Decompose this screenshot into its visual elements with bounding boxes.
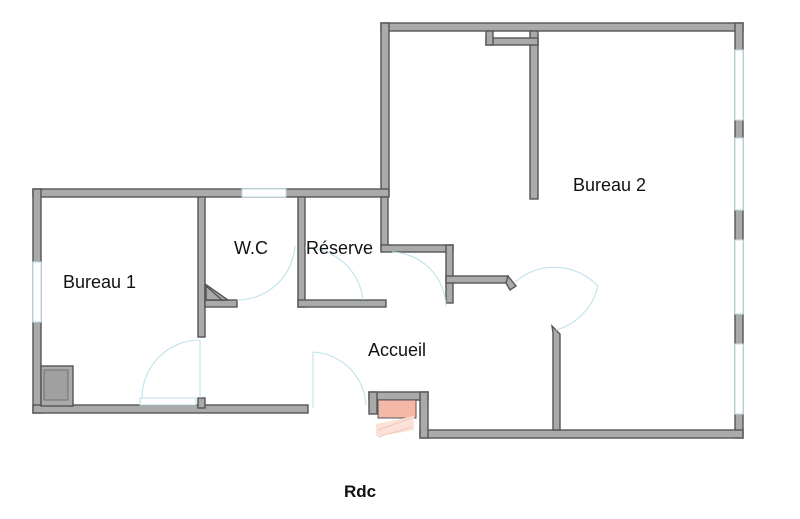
wall-left-bureau2 [380, 22, 390, 196]
wall-accueil-bureau2 [551, 324, 561, 431]
room-label-reserve: Réserve [306, 238, 374, 258]
wall-top-bureau2 [380, 22, 744, 32]
door-reserve [304, 247, 364, 301]
doors [141, 245, 599, 408]
window-bureau2-a [734, 49, 744, 121]
entrance-step [377, 399, 417, 419]
door-bureau2-top [514, 266, 599, 287]
wall-bureau2-top-return [485, 37, 539, 46]
wall-entrance-left [368, 391, 378, 415]
wall-corridor-end [505, 274, 518, 291]
exterior-walls [32, 22, 744, 439]
door-bureau2-bottom [555, 285, 599, 331]
wall-entrance-top [368, 391, 429, 401]
wall-wc-reserve [297, 196, 306, 308]
floor-caption: Rdc [344, 482, 377, 501]
cupboard-inner [43, 369, 69, 401]
window-bureau1 [32, 261, 42, 323]
door-wc [236, 245, 296, 301]
wall-corridor-top [380, 244, 454, 253]
door-corridor [391, 251, 447, 307]
window-bureau1-bottom [139, 397, 197, 406]
wall-wc-bottom [204, 299, 238, 308]
room-label-accueil: Accueil [368, 340, 427, 360]
room-label-bureau1: Bureau 1 [63, 272, 137, 292]
wall-reserve-bottom [297, 299, 387, 308]
wc-duct [205, 284, 224, 301]
window-bureau2-c [734, 239, 744, 315]
wall-bottom-left [32, 404, 309, 414]
room-label-bureau2: Bureau 2 [573, 175, 647, 195]
window-bureau2-b [734, 137, 744, 211]
window-bureau2-d [734, 343, 744, 415]
wall-corridor-right [445, 244, 454, 304]
interior-walls [40, 30, 561, 431]
wall-bureau1-wc [197, 196, 206, 338]
wall-bureau1-stub [197, 397, 206, 409]
wall-bureau2-top-stub [485, 30, 494, 46]
windows [32, 49, 744, 415]
entrance-stairs [376, 399, 417, 438]
door-bureau1 [141, 339, 201, 399]
wall-entrance-right [419, 391, 429, 439]
entrance-line-a [377, 417, 413, 431]
wall-bureau2-inner [529, 30, 539, 200]
entrance-line-b [377, 426, 413, 438]
wall-corridor-stub [445, 275, 509, 284]
room-label-wc: W.C [234, 238, 268, 258]
window-wc [241, 188, 287, 198]
wall-bottom-right [419, 429, 744, 439]
door-entrance [312, 351, 367, 406]
wall-reserve-right [380, 196, 389, 250]
wall-top-left [32, 188, 390, 198]
